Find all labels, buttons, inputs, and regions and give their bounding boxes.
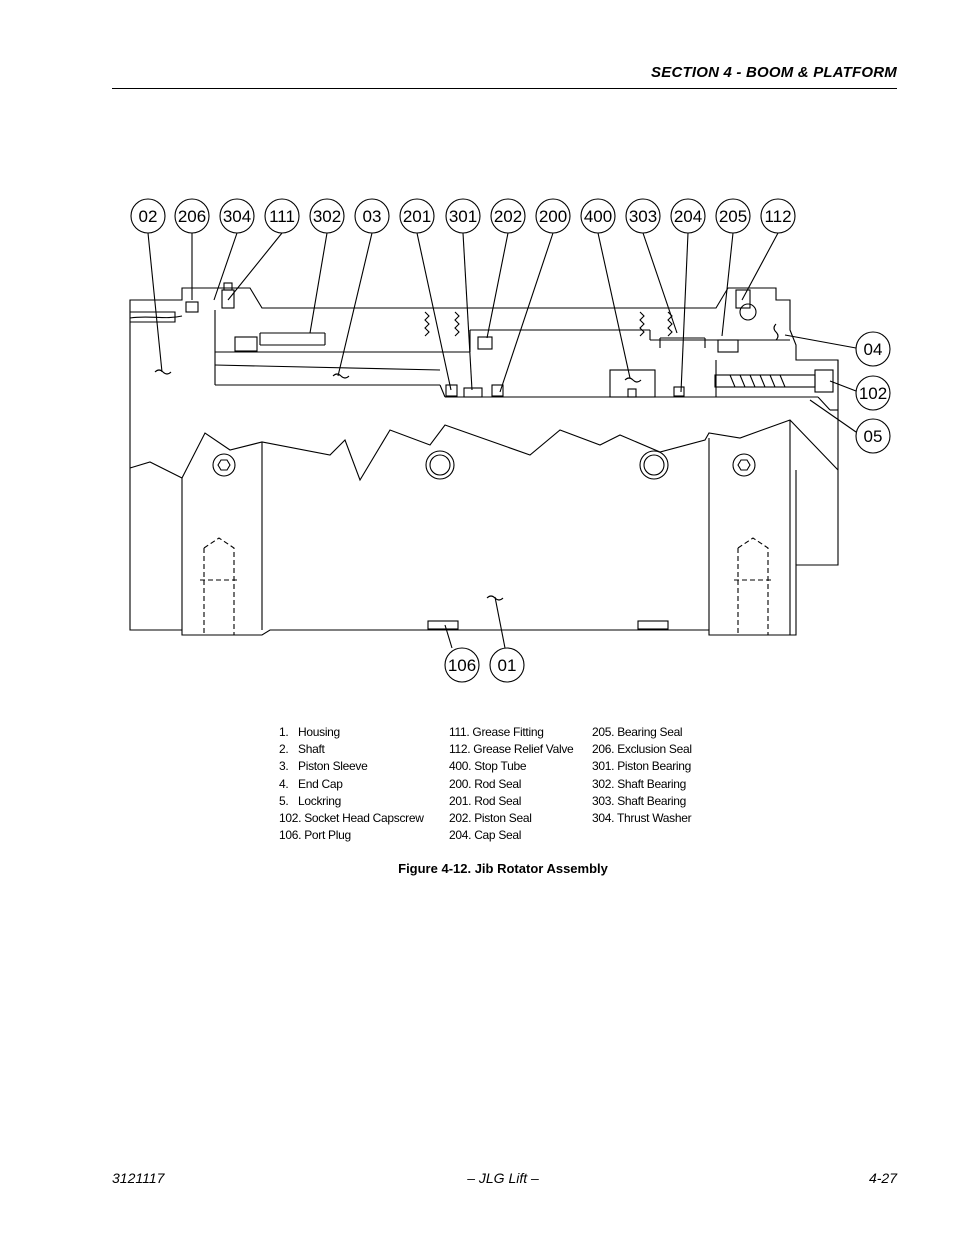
legend-item: 5.Lockring	[279, 793, 341, 808]
legend-item: 205. Bearing Seal	[592, 725, 683, 739]
callout-label: 201	[403, 207, 431, 226]
legend-item: 303. Shaft Bearing	[592, 793, 687, 808]
legend-item: 3.Piston Sleeve	[279, 759, 368, 774]
legend-item: 106. Port Plug	[279, 828, 351, 843]
callout-label: 02	[139, 207, 158, 226]
page-number: 4-27	[868, 1170, 897, 1186]
callout-label: 302	[313, 207, 341, 226]
legend-item: 302. Shaft Bearing	[592, 776, 687, 791]
legend-item: 301. Piston Bearing	[592, 759, 692, 774]
callout-label: 303	[629, 207, 657, 226]
callout-label: 206	[178, 207, 206, 226]
callout-label: 112	[764, 207, 791, 226]
legend-item: 102. Socket Head Capscrew	[279, 811, 424, 826]
callout-label: 204	[674, 207, 702, 226]
callout-label: 111	[269, 207, 295, 226]
legend-item: 304. Thrust Washer	[592, 811, 692, 826]
document-number: 3121117	[112, 1170, 165, 1186]
legend-item: 112. Grease Relief Valve	[449, 742, 574, 757]
legend-column-3: 205. Bearing Seal 206. Exclusion Seal 30…	[592, 724, 692, 827]
legend-item: 204. Cap Seal	[449, 828, 522, 843]
callout-label: 04	[864, 340, 883, 359]
legend-item: 111. Grease Fitting	[449, 725, 544, 739]
callout-label: 200	[539, 207, 567, 226]
section-title: SECTION 4 - BOOM & PLATFORM	[651, 64, 897, 81]
legend-item: 400. Stop Tube	[449, 759, 527, 774]
callout-label: 400	[584, 207, 612, 226]
callout-label: 202	[494, 207, 522, 226]
figure-caption: Figure 4-12. Jib Rotator Assembly	[398, 861, 608, 876]
header-divider	[112, 88, 897, 89]
legend-item: 2.Shaft	[279, 742, 325, 757]
callout-label: 304	[223, 207, 251, 226]
legend-column-2: 111. Grease Fitting 112. Grease Relief V…	[449, 724, 574, 844]
footer-brand: – JLG Lift –	[467, 1170, 539, 1186]
legend-item: 1.Housing	[279, 725, 340, 739]
legend-item: 206. Exclusion Seal	[592, 742, 692, 757]
legend-item: 202. Piston Seal	[449, 811, 532, 826]
legend-column-1: 1.Housing 2.Shaft 3.Piston Sleeve 4.End …	[279, 724, 424, 844]
callout-label: 03	[363, 207, 382, 226]
callout-label: 106	[448, 656, 476, 675]
legend-item: 4.End Cap	[279, 776, 343, 791]
callout-label: 102	[859, 384, 887, 403]
callout-label: 05	[864, 427, 883, 446]
jib-rotator-drawing: 02 206 304 111 302 03 201 301 202 200 40…	[129, 198, 891, 683]
callout-label: 01	[498, 656, 517, 675]
legend-item: 200. Rod Seal	[449, 776, 522, 791]
callout-label: 301	[449, 207, 477, 226]
callout-label: 205	[719, 207, 747, 226]
legend-item: 201. Rod Seal	[449, 793, 522, 808]
